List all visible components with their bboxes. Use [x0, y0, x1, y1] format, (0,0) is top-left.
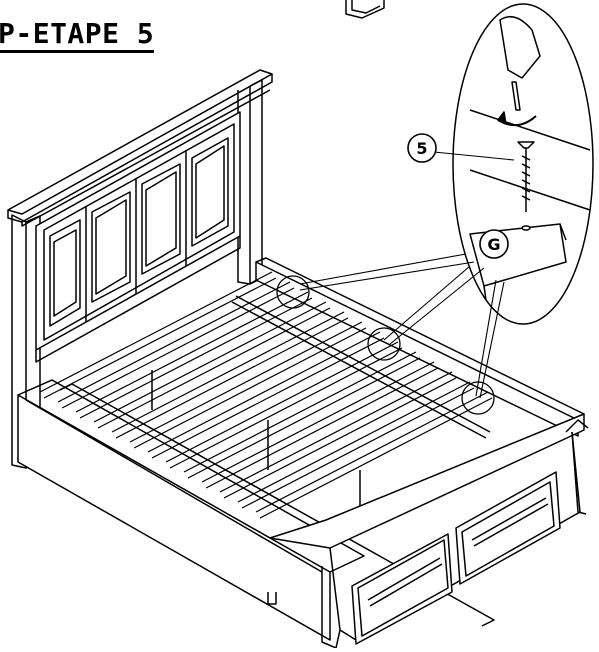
headboard: [7, 69, 273, 469]
callout-bracket-label: G: [487, 235, 500, 254]
callout-bracket: G: [479, 229, 509, 259]
center-support-rail: [59, 295, 495, 627]
part-corner-icon: [345, 0, 385, 19]
callout-screw-label: 5: [416, 139, 427, 158]
callout-screw: 5: [407, 133, 437, 163]
footboard: [269, 413, 589, 649]
step-title: P-ETAPE 5: [0, 20, 155, 53]
leader-lines: [299, 151, 515, 399]
bracket-circles: [276, 275, 495, 415]
